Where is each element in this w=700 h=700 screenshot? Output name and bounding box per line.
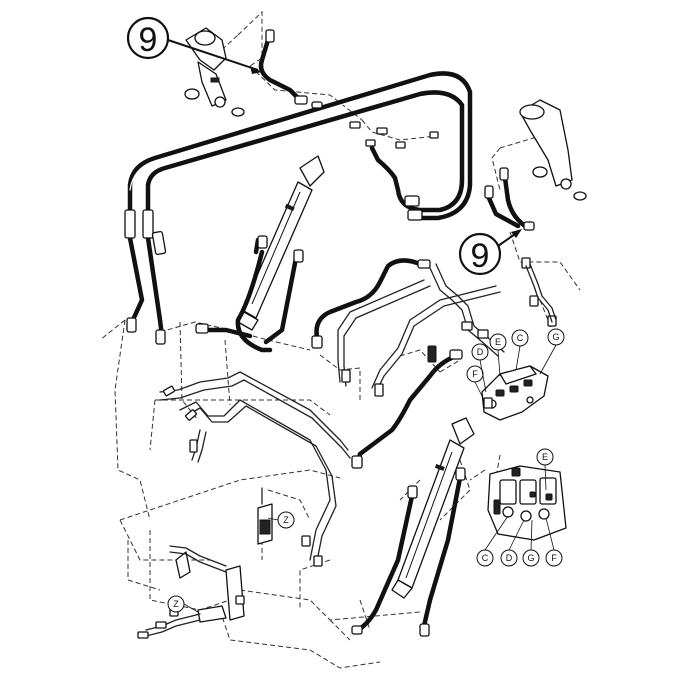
svg-text:E: E bbox=[495, 337, 501, 347]
svg-text:G: G bbox=[552, 332, 559, 342]
lower-right-cylinder bbox=[391, 417, 475, 599]
large-loop-hose bbox=[127, 71, 473, 339]
svg-text:G: G bbox=[527, 553, 534, 563]
svg-text:C: C bbox=[517, 333, 524, 343]
center-s-hose bbox=[311, 258, 431, 349]
port-label-e-upper: E bbox=[489, 333, 507, 351]
svg-text:Z: Z bbox=[173, 599, 179, 609]
control-valve-upper bbox=[481, 365, 549, 421]
dashed-routing-lines bbox=[99, 10, 581, 669]
svg-text:F: F bbox=[551, 553, 557, 563]
callout-9-right: 9 bbox=[458, 229, 522, 276]
callout-9-right-label: 9 bbox=[471, 237, 490, 275]
upper-middle-cylinder-hoses bbox=[235, 235, 304, 353]
left-cylinder-hoses bbox=[195, 323, 253, 339]
loop-hose-fittings bbox=[124, 195, 423, 345]
top-fittings bbox=[349, 121, 439, 149]
port-label-z-lower: Z bbox=[167, 595, 185, 613]
tube-fittings bbox=[162, 257, 557, 567]
port-label-c-inset: C bbox=[476, 549, 494, 567]
hose-9-right bbox=[484, 167, 535, 231]
svg-text:Z: Z bbox=[283, 515, 289, 525]
valve-feed-hose bbox=[351, 345, 463, 469]
control-valve-inset bbox=[487, 465, 567, 541]
hose-9-top bbox=[258, 29, 323, 109]
port-label-z-middle: Z bbox=[277, 511, 295, 529]
callout-9-top: 9 bbox=[126, 16, 262, 74]
port-label-g-inset: G bbox=[522, 549, 540, 567]
port-label-c-upper: C bbox=[511, 329, 529, 347]
svg-text:C: C bbox=[482, 553, 489, 563]
top-right-cylinder bbox=[519, 99, 587, 201]
port-label-f-upper: F bbox=[466, 365, 484, 383]
lower-right-cylinder-hoses bbox=[351, 467, 466, 637]
port-label-e-inset: E bbox=[536, 448, 554, 466]
top-left-cylinder bbox=[184, 27, 245, 117]
right-tube-to-g bbox=[525, 263, 557, 323]
port-label-f-inset: F bbox=[545, 549, 563, 567]
svg-text:D: D bbox=[477, 347, 484, 357]
port-label-d-upper: D bbox=[471, 343, 489, 361]
svg-text:F: F bbox=[472, 369, 478, 379]
upper-middle-cylinder bbox=[237, 155, 325, 331]
port-label-d-inset: D bbox=[500, 549, 518, 567]
inset-leaders bbox=[183, 344, 557, 613]
svg-text:E: E bbox=[542, 452, 548, 462]
lower-left-parts bbox=[137, 503, 273, 639]
svg-text:D: D bbox=[506, 553, 513, 563]
steel-tubes bbox=[159, 263, 505, 567]
port-label-g-upper: G bbox=[547, 328, 565, 346]
callout-9-top-label: 9 bbox=[139, 21, 158, 59]
